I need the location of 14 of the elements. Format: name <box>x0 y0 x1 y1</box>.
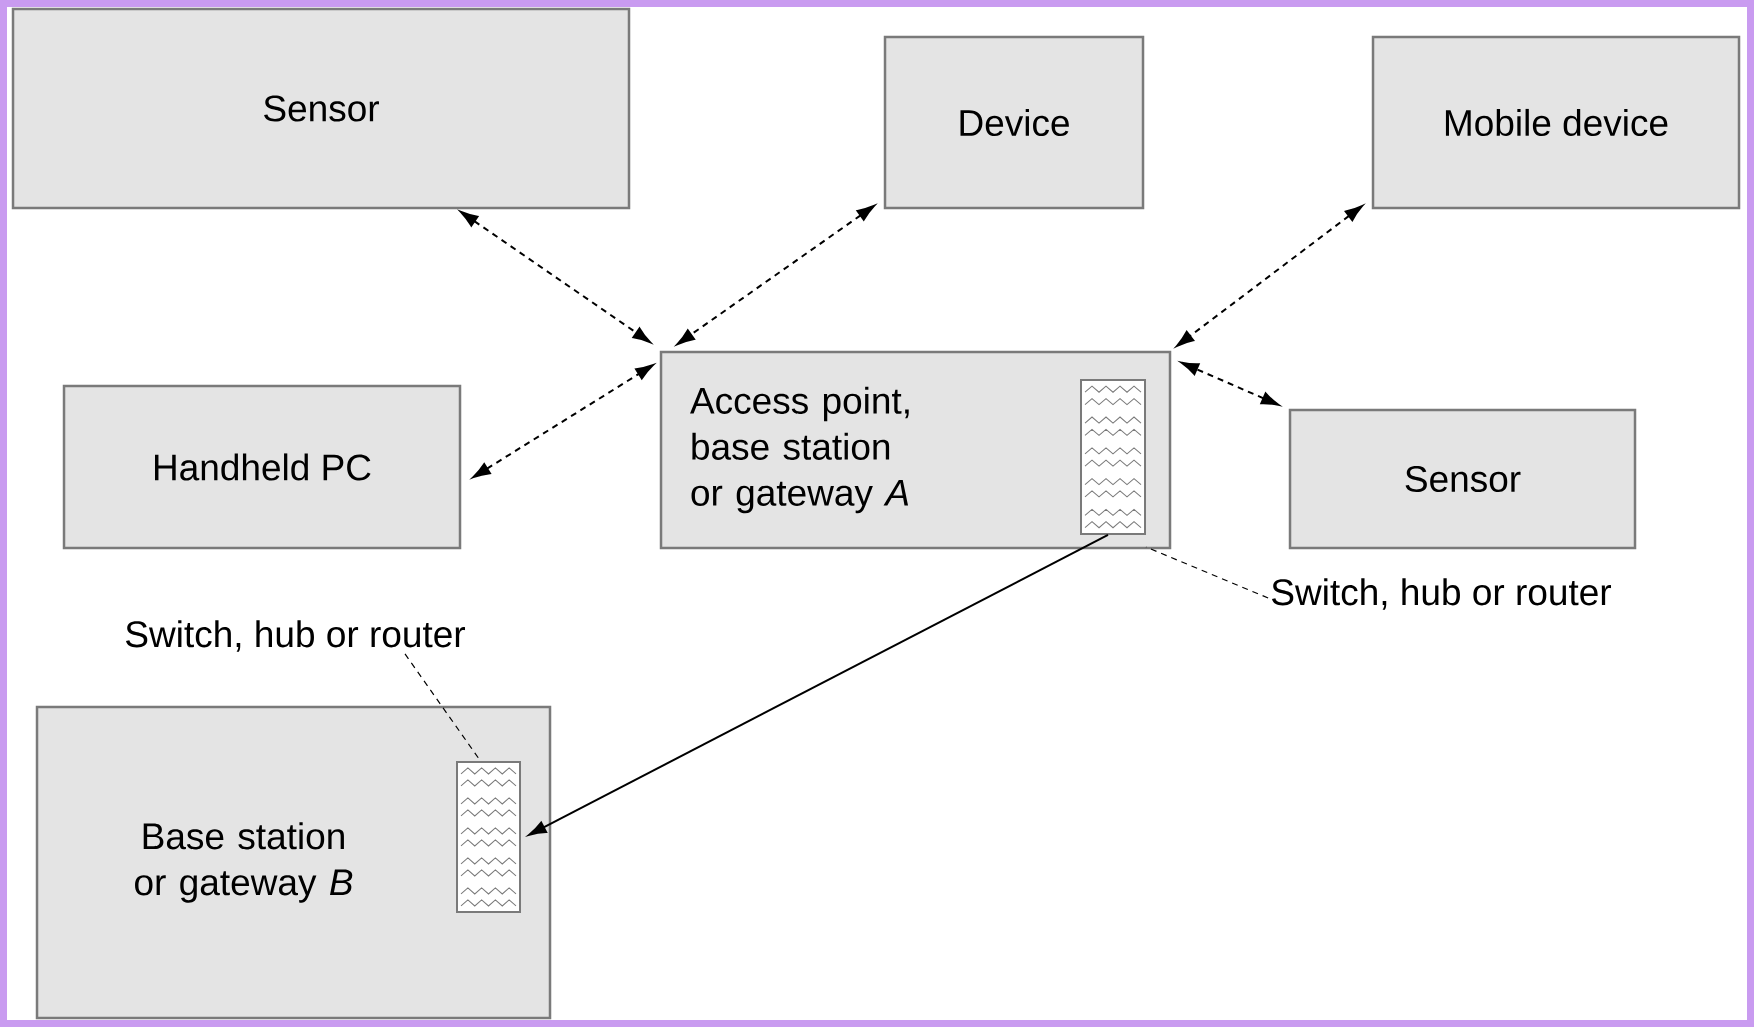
access-point-box: Access point, base station or gateway A <box>659 350 1172 550</box>
switch-symbol <box>1080 379 1146 535</box>
device-box: Sensor <box>1288 408 1637 550</box>
device-box: Handheld PC <box>62 384 462 550</box>
device-box: Mobile device <box>1371 35 1741 210</box>
callout-label: Switch, hub or router <box>122 618 468 654</box>
leader-line <box>1145 546 1269 599</box>
callout-label: Switch, hub or router <box>1268 576 1614 612</box>
device-box: Device <box>883 35 1145 210</box>
device-box: Sensor <box>11 7 631 210</box>
arrow <box>528 534 1109 836</box>
arrow <box>1180 361 1280 406</box>
switch-symbol <box>456 761 521 913</box>
base-station-box: Base station or gateway B <box>35 705 552 1020</box>
